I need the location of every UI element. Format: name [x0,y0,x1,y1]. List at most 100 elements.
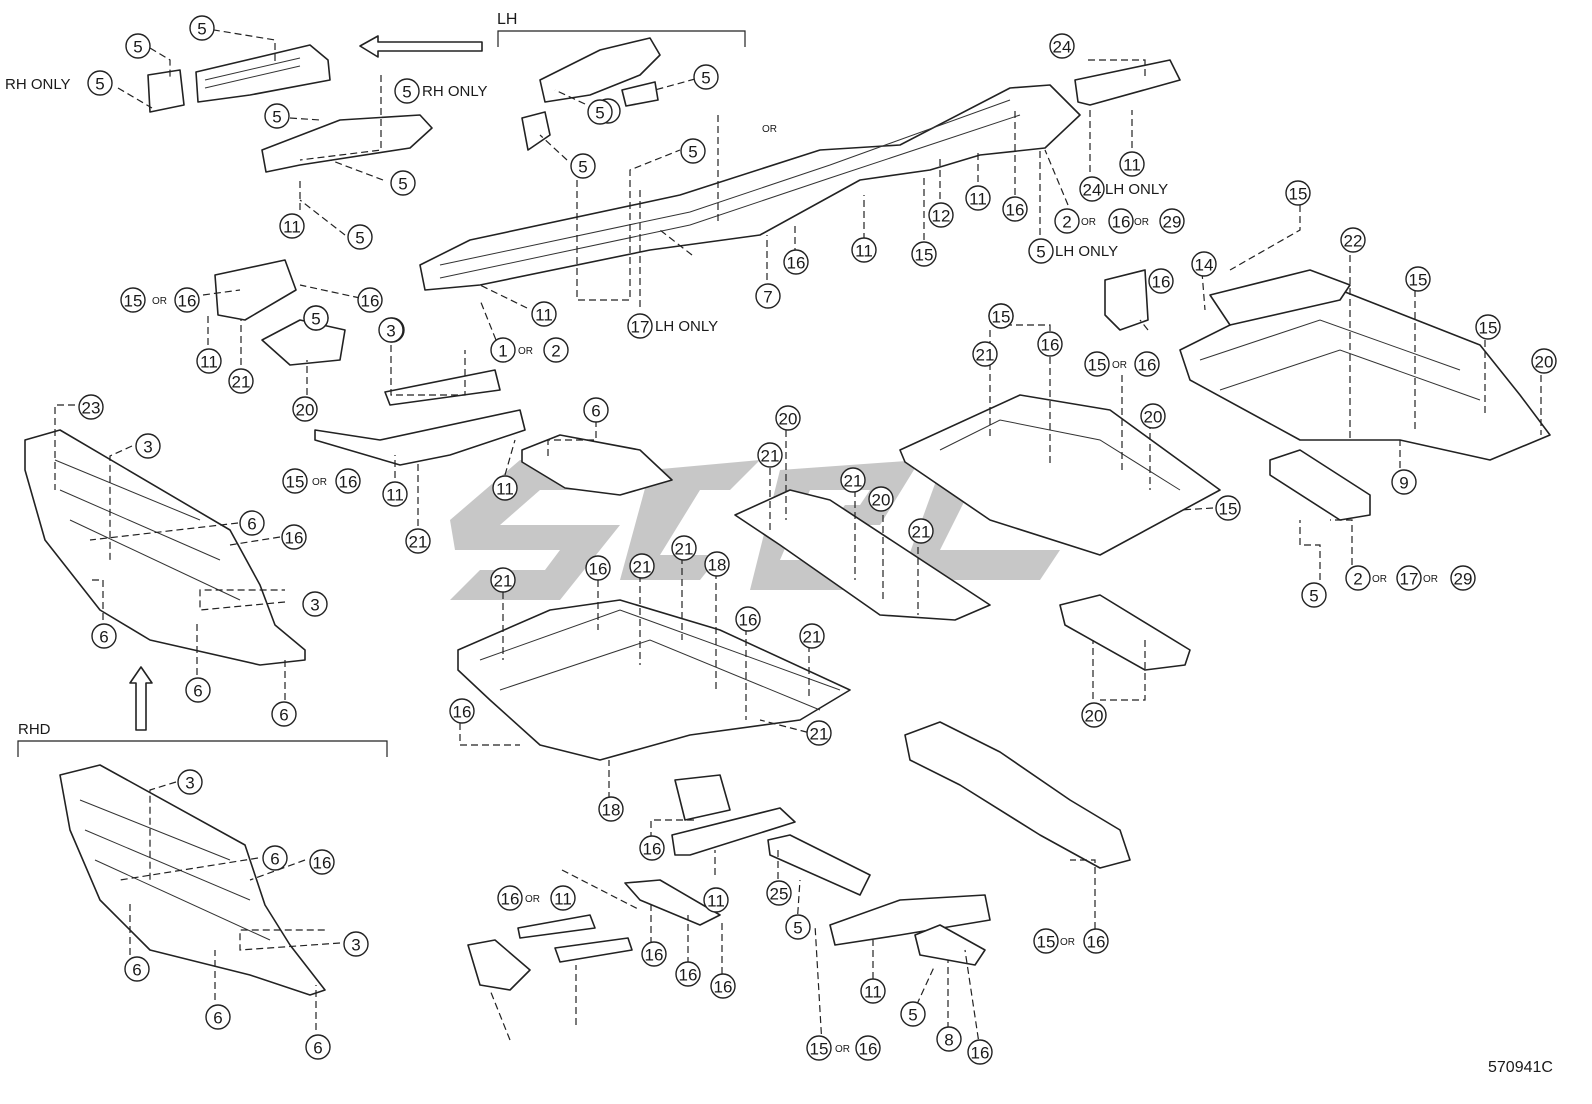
callout-16: 16 [1134,351,1160,377]
callout-6: 6 [185,677,211,703]
callout-number: 17 [631,318,650,337]
callout-17: 17 [627,313,653,339]
callout-number: 21 [761,447,780,466]
callout-number: 6 [213,1009,222,1028]
callout-6: 6 [239,510,265,536]
callout-circle [282,468,308,494]
callout-5: 5 [264,103,290,129]
or-connector: OR [1112,360,1127,371]
callout-circle [271,701,297,727]
callout-16: 16 [1037,331,1063,357]
callout-circle [1054,208,1080,234]
callout-number: 3 [386,322,395,341]
or-connector: OR [1081,217,1096,228]
callout-3: 3 [177,769,203,795]
callout-16: 16 [855,1035,881,1061]
callout-number: 18 [602,801,621,820]
callout-number: 11 [969,190,987,209]
callout-number: 16 [679,966,698,985]
or-connector: OR [835,1044,850,1055]
callout-number: 16 [971,1044,990,1063]
callout-circle [1148,268,1174,294]
callout-number: 21 [633,558,652,577]
callout-circle [585,555,611,581]
callout-circle [78,394,104,420]
callout-number: 16 [739,611,758,630]
callout-circle [785,914,811,940]
callout-number: 15 [286,473,305,492]
callout-number: 11 [283,218,301,237]
or-connector: OR [1372,574,1387,585]
callout-6: 6 [262,845,288,871]
or-connector: OR [1060,937,1075,948]
rh-only-note: RH ONLY [5,76,71,93]
callout-number: 5 [355,229,364,248]
callout-number: 24 [1053,38,1072,57]
callout-circle [531,301,557,327]
callout-number: 20 [1535,353,1554,372]
callout-circle [281,524,307,550]
callout-23: 23 [78,394,104,420]
callout-circle [1159,208,1185,234]
callout-circle [305,1034,331,1060]
lh-bracket: LH [497,11,746,47]
callout-number: 12 [932,207,951,226]
callout-number: 29 [1163,213,1182,232]
callout-circle [347,224,373,250]
callout-6: 6 [205,1004,231,1030]
callout-circle [735,606,761,632]
callout-15: 15 [806,1035,832,1061]
callout-circle [91,623,117,649]
callout-circle [357,287,383,313]
callout-number: 20 [872,491,891,510]
callout-20: 20 [775,405,801,431]
callout-number: 16 [589,560,608,579]
callout-circle [928,202,954,228]
callout-circle [766,880,792,906]
callout-number: 15 [1409,271,1428,290]
callout-number: 5 [1036,243,1045,262]
callout-circle [1345,565,1371,591]
callout-number: 15 [124,292,143,311]
callout-number: 16 [178,292,197,311]
callout-circle [1301,582,1327,608]
callout-number: 20 [296,401,315,420]
callout-16: 16 [174,287,200,313]
or-connector: OR [1134,217,1149,228]
callout-11: 11 [851,237,877,263]
callout-circle [1140,403,1166,429]
callout-circle [1049,33,1075,59]
callout-number: 20 [779,410,798,429]
callout-number: 24 [1083,181,1102,200]
callout-circle [279,213,305,239]
callout-number: 5 [701,69,710,88]
callout-number: 11 [554,890,572,909]
callout-20: 20 [292,396,318,422]
callout-20: 20 [1531,348,1557,374]
callout-number: 11 [200,353,218,372]
callout-circle [693,64,719,90]
callout-circle [1531,348,1557,374]
callout-number: 16 [714,978,733,997]
callout-5: 5 [570,153,596,179]
callout-16: 16 [675,961,701,987]
callout-circle [490,337,516,363]
callout-16: 16 [639,835,665,861]
callout-number: 21 [494,572,513,591]
callout-circle [302,591,328,617]
callout-circle [262,845,288,871]
callout-16: 16 [710,973,736,999]
callout-number: 16 [285,529,304,548]
callout-5: 5 [900,1001,926,1027]
callout-circle [135,433,161,459]
callout-circle [1396,565,1422,591]
callout-number: 20 [1144,408,1163,427]
callout-number: 21 [844,472,863,491]
callout-number: 5 [311,310,320,329]
callout-15: 15 [1475,314,1501,340]
callout-circle [988,303,1014,329]
callout-circle [490,567,516,593]
callout-11: 11 [492,475,518,501]
callout-circle [868,486,894,512]
callout-24: 24 [1079,176,1105,202]
